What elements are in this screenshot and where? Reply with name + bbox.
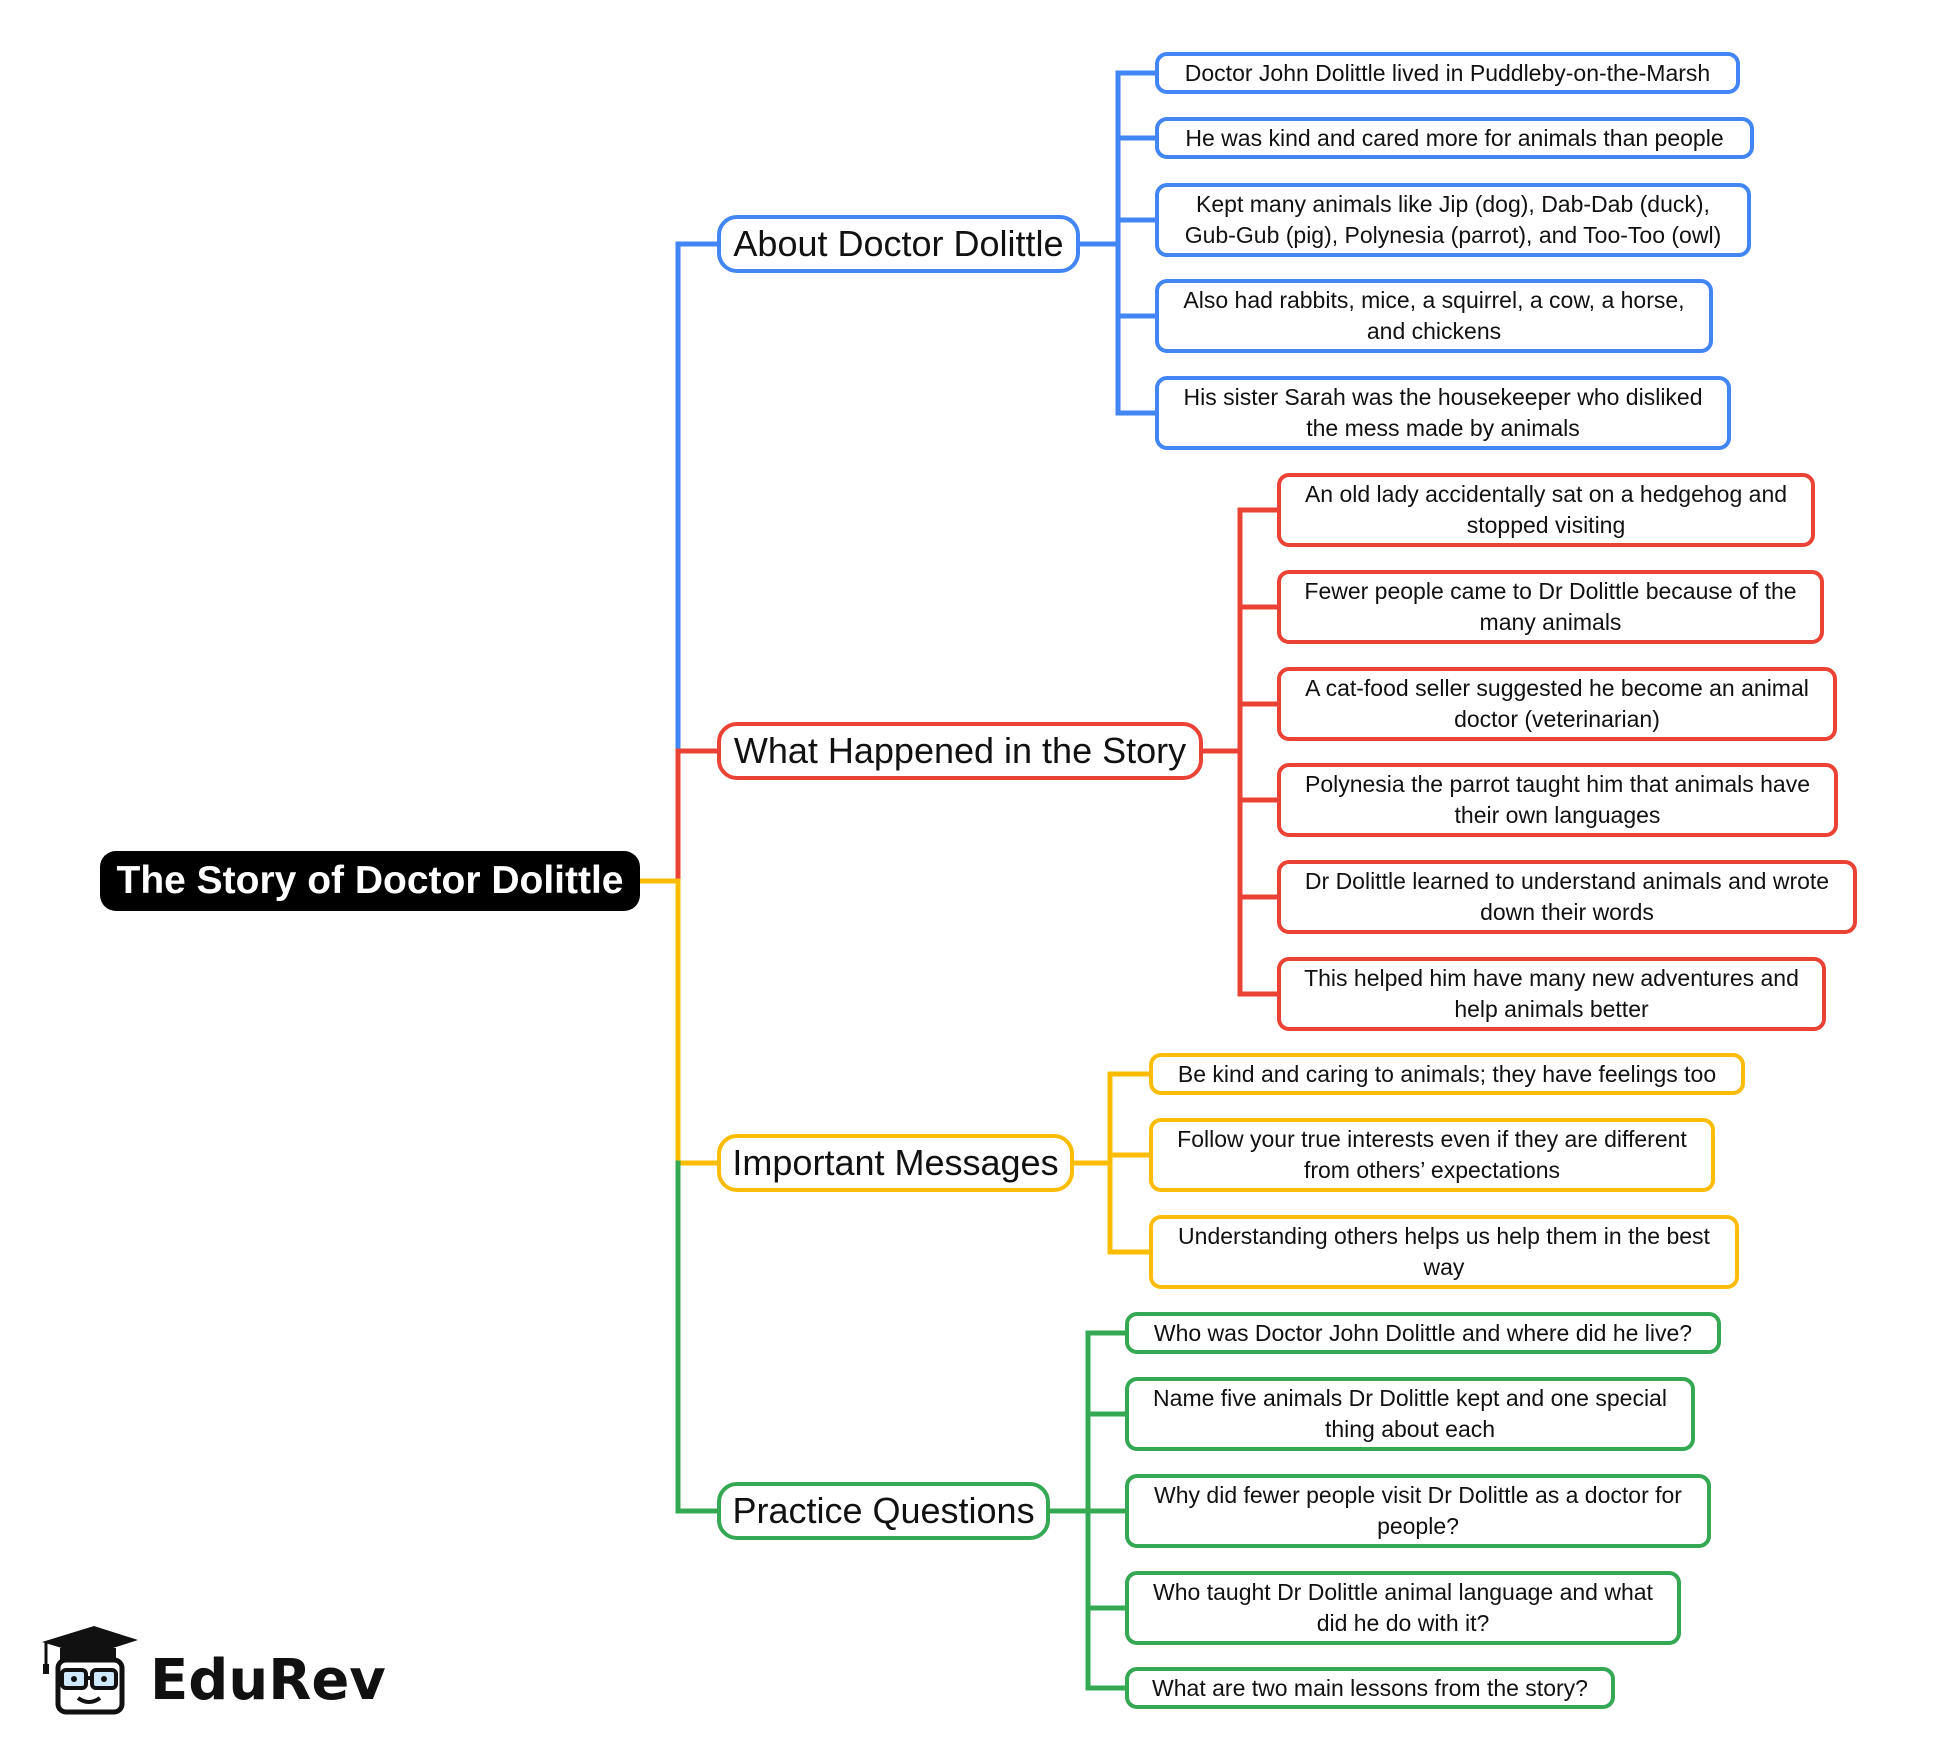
branch-label: Practice Questions — [732, 1490, 1035, 1531]
leaf-node: Who taught Dr Dolittle animal language a… — [1125, 1571, 1681, 1645]
root-title: The Story of Doctor Dolittle — [116, 859, 624, 902]
root-node: The Story of Doctor Dolittle — [100, 851, 640, 911]
branch-node: What Happened in the Story — [717, 722, 1203, 780]
branch-node: Practice Questions — [717, 1482, 1050, 1540]
graduation-cap-mascot-icon — [42, 1626, 138, 1715]
leaf-node: Polynesia the parrot taught him that ani… — [1277, 763, 1838, 837]
leaf-node: Who was Doctor John Dolittle and where d… — [1125, 1312, 1721, 1354]
leaf-node: Why did fewer people visit Dr Dolittle a… — [1125, 1474, 1711, 1548]
leaf-node: He was kind and cared more for animals t… — [1155, 117, 1754, 159]
branch-label: About Doctor Dolittle — [733, 223, 1064, 264]
leaf-node: An old lady accidentally sat on a hedgeh… — [1277, 473, 1815, 547]
branch-node: About Doctor Dolittle — [717, 215, 1080, 273]
leaf-node: His sister Sarah was the housekeeper who… — [1155, 376, 1731, 450]
leaf-node: Also had rabbits, mice, a squirrel, a co… — [1155, 279, 1713, 353]
leaf-node: Follow your true interests even if they … — [1149, 1118, 1715, 1192]
leaf-node: Name five animals Dr Dolittle kept and o… — [1125, 1377, 1695, 1451]
edurev-logo-text: EduRev — [150, 1648, 386, 1713]
leaf-node: Fewer people came to Dr Dolittle because… — [1277, 570, 1824, 644]
leaf-node: A cat-food seller suggested he become an… — [1277, 667, 1837, 741]
leaf-node: Be kind and caring to animals; they have… — [1149, 1053, 1745, 1095]
leaf-node: Understanding others helps us help them … — [1149, 1215, 1739, 1289]
branch-label: Important Messages — [732, 1142, 1059, 1183]
branch-label: What Happened in the Story — [733, 730, 1187, 771]
leaf-node: Kept many animals like Jip (dog), Dab-Da… — [1155, 183, 1751, 257]
leaf-node: Dr Dolittle learned to understand animal… — [1277, 860, 1857, 934]
leaf-node: This helped him have many new adventures… — [1277, 957, 1826, 1031]
leaf-node: Doctor John Dolittle lived in Puddleby-o… — [1155, 52, 1740, 94]
branch-node: Important Messages — [717, 1134, 1074, 1192]
leaf-node: What are two main lessons from the story… — [1125, 1667, 1615, 1709]
